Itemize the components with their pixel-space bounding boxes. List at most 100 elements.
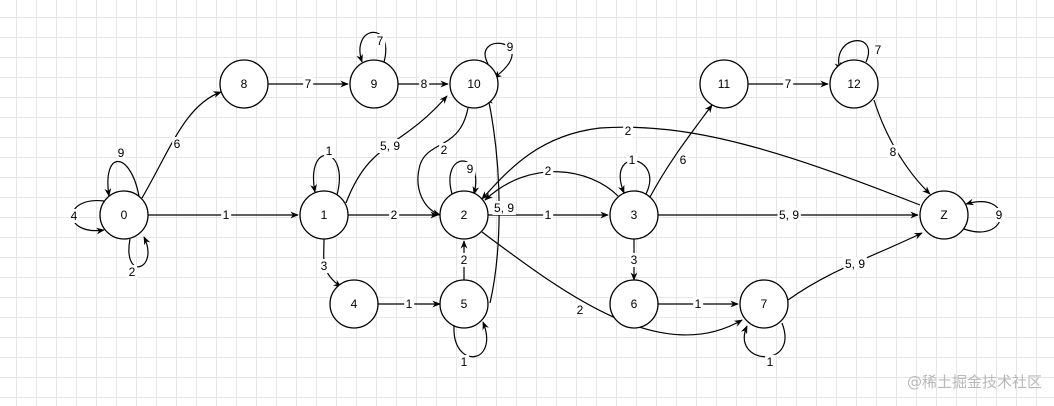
edge-5-to-5 <box>453 321 489 358</box>
edge-label-text: 2 <box>441 143 448 157</box>
edge-label-background <box>765 355 776 369</box>
edge-label-text: 2 <box>391 208 398 222</box>
edge-label-text: 4 <box>71 209 78 223</box>
edge-label-text: 9 <box>467 162 474 176</box>
edge-label-background <box>69 209 80 223</box>
edge-label-background <box>375 34 386 48</box>
state-circle <box>609 190 659 240</box>
state-node-7: 7 <box>739 279 789 329</box>
state-label: 4 <box>351 297 358 311</box>
edge-label-0-to-0: 2 <box>127 265 138 279</box>
edge-label-text: 2 <box>625 124 632 138</box>
state-label: 9 <box>371 77 378 91</box>
edge-label-text: 6 <box>174 137 181 151</box>
edge-12-to-12 <box>834 40 869 71</box>
edge-label-2-to-2: 9 <box>465 162 476 176</box>
state-circle <box>349 59 399 109</box>
edge-label-8-to-9: 7 <box>303 77 314 91</box>
edge-label-10-to-10: 9 <box>505 40 516 54</box>
edge-label-text: 5, 9 <box>779 208 799 222</box>
edge-label-background <box>629 253 640 267</box>
edge-label-12-to-12: 7 <box>873 43 884 57</box>
edge-label-1-to-4: 3 <box>319 259 330 273</box>
edge-label-2-to-7: 2 <box>575 303 586 317</box>
state-label: 7 <box>761 297 768 311</box>
state-node-4: 4 <box>329 279 379 329</box>
edge-label-1-to-1: 1 <box>324 144 335 158</box>
edge-label-text: 2 <box>577 303 584 317</box>
state-node-0: 0 <box>99 190 149 240</box>
state-node-10: 10 <box>449 59 499 109</box>
edge-label-background <box>439 143 450 157</box>
edge-label-text: 8 <box>890 145 897 159</box>
state-circle <box>739 279 789 329</box>
state-circle <box>219 59 269 109</box>
state-label: 1 <box>321 208 328 222</box>
edge-3-to-11 <box>649 104 713 198</box>
state-node-1: 1 <box>299 190 349 240</box>
edge-label-text: 1 <box>223 208 230 222</box>
edge-label-text: 1 <box>326 144 333 158</box>
edge-3-to-2 <box>484 171 619 201</box>
edge-label-background <box>543 164 554 178</box>
edge-2-to-2 <box>449 160 480 195</box>
state-circle <box>919 190 969 240</box>
edge-label-text: 1 <box>461 355 468 369</box>
edge-label-text: 9 <box>507 40 514 54</box>
edge-label-Z-to-Z: 9 <box>994 208 1005 222</box>
edge-label-text: 9 <box>996 208 1003 222</box>
edge-label-background <box>623 124 634 138</box>
edge-label-5-to-10: 5, 9 <box>492 201 516 215</box>
state-circle <box>829 59 879 109</box>
edge-label-background <box>378 139 402 153</box>
edge-label-0-to-8: 6 <box>172 137 183 151</box>
edge-label-0-to-0: 9 <box>116 146 127 160</box>
edge-label-background <box>465 162 476 176</box>
state-node-3: 3 <box>609 190 659 240</box>
edge-label-text: 9 <box>118 146 125 160</box>
state-circle <box>699 59 749 109</box>
edge-label-background <box>873 43 884 57</box>
edge-label-5-to-5: 1 <box>459 355 470 369</box>
state-label: 6 <box>631 297 638 311</box>
state-circle <box>449 59 499 109</box>
state-node-9: 9 <box>349 59 399 109</box>
edge-1-to-1 <box>310 154 340 196</box>
state-node-6: 6 <box>609 279 659 329</box>
edge-label-5-to-2: 2 <box>459 253 470 267</box>
state-circle <box>99 190 149 240</box>
edge-label-3-to-3: 1 <box>627 153 638 167</box>
state-label: 2 <box>461 208 468 222</box>
edge-label-text: 6 <box>680 153 687 167</box>
edge-9-to-9 <box>356 31 387 63</box>
edge-label-1-to-10: 5, 9 <box>378 139 402 153</box>
state-label: 11 <box>718 77 731 91</box>
edge-label-3-to-6: 3 <box>629 253 640 267</box>
edge-label-text: 7 <box>305 77 312 91</box>
edge-label-text: 5, 9 <box>845 257 865 271</box>
state-node-8: 8 <box>219 59 269 109</box>
edge-label-background <box>419 77 430 91</box>
edge-label-background <box>404 297 415 311</box>
edge-label-background <box>324 144 335 158</box>
edge-label-background <box>116 146 127 160</box>
edge-label-2-to-3: 1 <box>543 208 554 222</box>
edge-label-0-to-1: 1 <box>221 208 232 222</box>
edge-label-text: 3 <box>321 259 328 273</box>
edge-label-text: 1 <box>695 297 702 311</box>
edge-label-11-to-12: 7 <box>783 77 794 91</box>
edge-label-background <box>678 153 689 167</box>
state-node-Z: Z <box>919 190 969 240</box>
edge-label-background <box>888 145 899 159</box>
state-label: 3 <box>631 208 638 222</box>
state-label: 12 <box>847 77 861 91</box>
state-node-11: 11 <box>699 59 749 109</box>
edge-label-background <box>783 77 794 91</box>
state-label: 10 <box>467 77 481 91</box>
edge-label-text: 1 <box>629 153 636 167</box>
edge-label-text: 5, 9 <box>380 139 400 153</box>
edge-label-background <box>627 153 638 167</box>
edge-label-background <box>693 297 704 311</box>
